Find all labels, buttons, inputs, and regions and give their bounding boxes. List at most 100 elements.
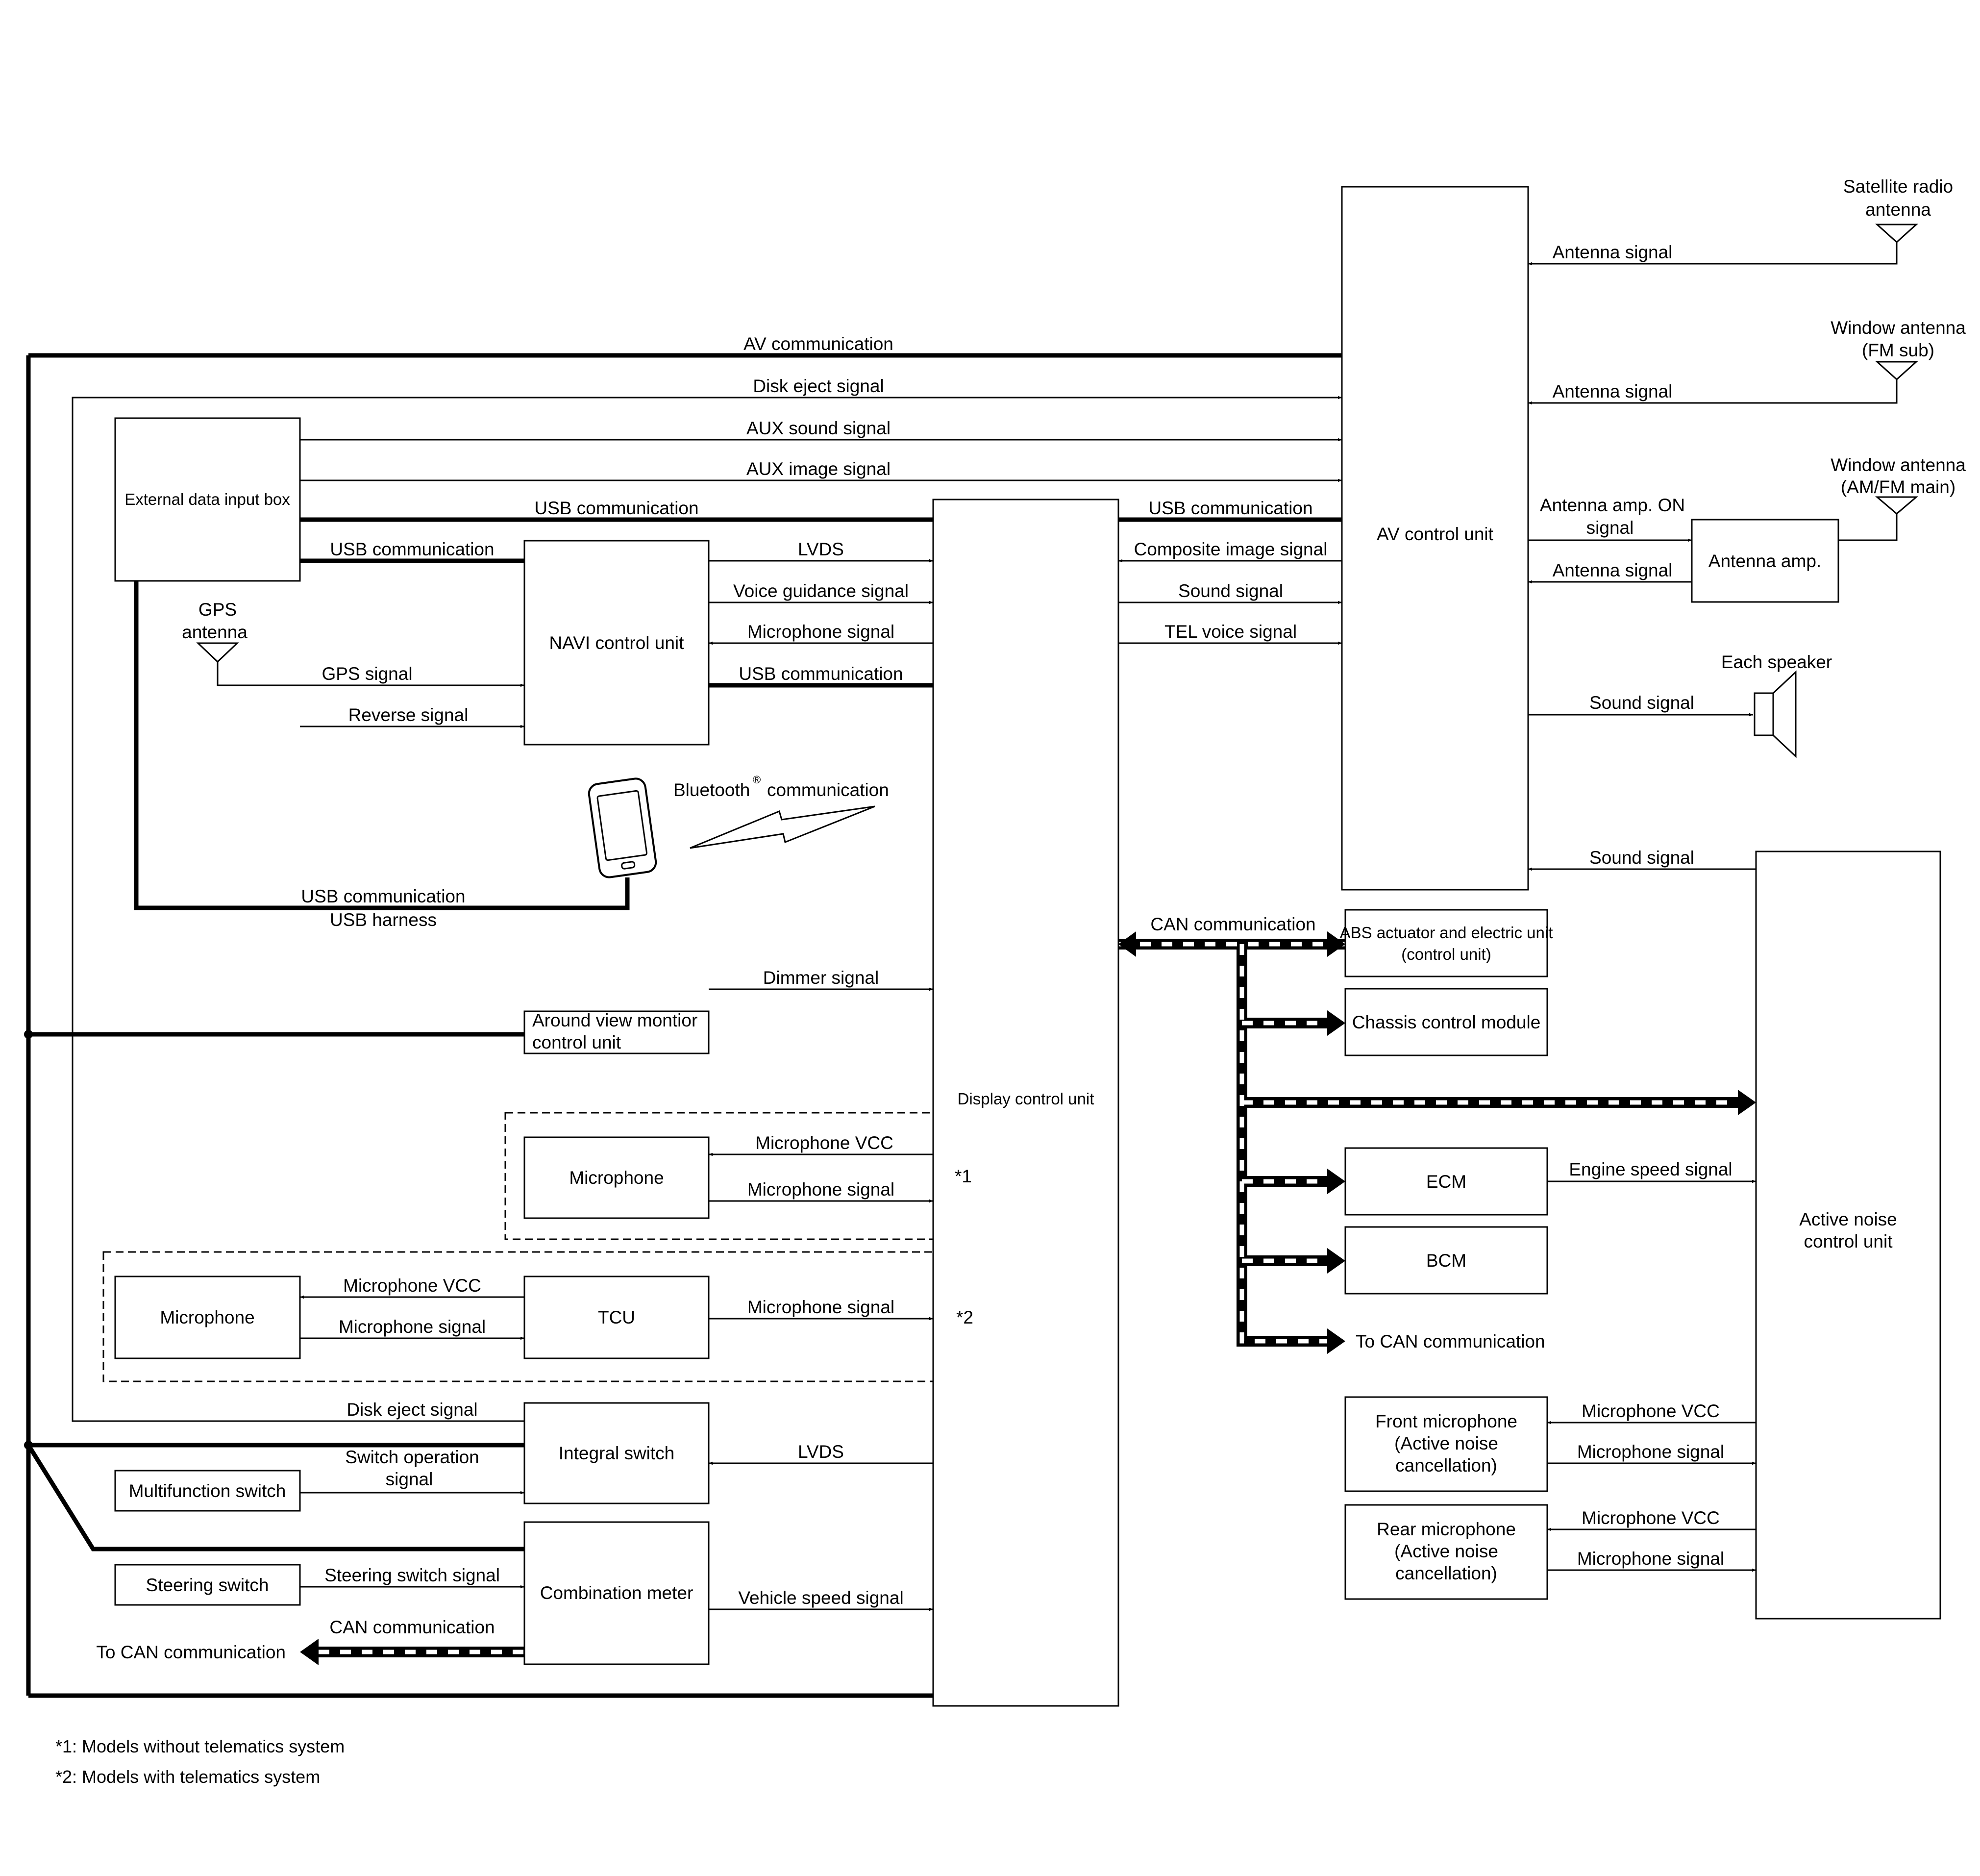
- signal-labels: AV communication Disk eject signal AUX s…: [96, 242, 1732, 1662]
- anc-label-2: control unit: [1804, 1231, 1893, 1251]
- fmsub-label-1: Window antenna: [1831, 318, 1966, 338]
- antenna-on-label-2: signal: [1586, 518, 1634, 538]
- microphone-2-label: Microphone: [160, 1307, 254, 1327]
- amfm-label-2: (AM/FM main): [1841, 477, 1955, 497]
- amfm-label-1: Window antenna: [1831, 455, 1966, 475]
- front-mic-signal-label: Microphone signal: [1577, 1442, 1724, 1462]
- active-noise-control-unit: Active noise control unit: [1755, 850, 1941, 1620]
- rear-microphone: Rear microphone (Active noise cancellati…: [1344, 1504, 1548, 1600]
- gps-antenna-icon: [196, 642, 239, 671]
- chassis-control-module: Chassis control module: [1344, 988, 1548, 1056]
- navi-microphone-label: Microphone signal: [747, 622, 894, 642]
- combination-meter-label: Combination meter: [540, 1583, 693, 1603]
- bluetooth-label-suffix: communication: [767, 780, 889, 800]
- engine-speed-label: Engine speed signal: [1569, 1159, 1732, 1179]
- navi-control-unit: NAVI control unit: [523, 540, 710, 746]
- aux-sound-label: AUX sound signal: [746, 418, 891, 438]
- lvds-navi-label: LVDS: [798, 539, 844, 559]
- satellite-signal-label: Antenna signal: [1553, 242, 1673, 262]
- av-comm-label: AV communication: [743, 334, 893, 354]
- marker-1: *1: [955, 1166, 972, 1186]
- rear-mic-vcc-label: Microphone VCC: [1582, 1508, 1720, 1528]
- tcu: TCU: [523, 1276, 710, 1359]
- can-bus-left: [300, 1639, 524, 1665]
- external-data-input-box-label: External data input box: [124, 490, 290, 508]
- microphone-1-label: Microphone: [569, 1168, 664, 1188]
- note-1: *1: Models without telematics system: [55, 1736, 345, 1756]
- satellite-label-1: Satellite radio: [1843, 176, 1953, 197]
- gps-label-1: GPS: [198, 600, 237, 620]
- aux-image-label: AUX image signal: [746, 459, 891, 479]
- integral-switch: Integral switch: [523, 1402, 710, 1504]
- steering-signal-label: Steering switch signal: [324, 1565, 500, 1585]
- usb-harness-comm-label: USB communication: [301, 886, 465, 906]
- multifunction-switch: Multifunction switch: [114, 1470, 301, 1512]
- fmsub-signal-label: Antenna signal: [1553, 381, 1673, 401]
- antamp-signal-label: Antenna signal: [1553, 560, 1673, 580]
- ecm-label: ECM: [1426, 1172, 1466, 1192]
- av-control-unit: AV control unit: [1341, 186, 1529, 891]
- rear-mic-label-2: (Active noise: [1394, 1541, 1498, 1561]
- antenna-amp: Antenna amp.: [1691, 519, 1839, 603]
- steering-switch-label: Steering switch: [146, 1575, 269, 1595]
- abs-actuator: ABS actuator and electric unit (control …: [1340, 909, 1553, 977]
- antenna-on-label-1: Antenna amp. ON: [1540, 495, 1685, 515]
- fmsub-antenna-icon: [1875, 361, 1918, 387]
- tcu-label: TCU: [598, 1307, 635, 1327]
- usb-ext-navi-label: USB communication: [330, 539, 494, 559]
- speaker-signal-label: Sound signal: [1589, 693, 1694, 713]
- wires: [24, 250, 1898, 1698]
- satellite-label-2: antenna: [1865, 200, 1931, 220]
- integral-lvds-label: LVDS: [798, 1442, 844, 1462]
- integral-switch-label: Integral switch: [559, 1443, 675, 1463]
- rear-mic-signal-label: Microphone signal: [1577, 1549, 1724, 1569]
- rear-mic-label-3: cancellation): [1395, 1563, 1497, 1583]
- speaker-label: Each speaker: [1721, 652, 1832, 672]
- front-mic-label-3: cancellation): [1395, 1455, 1497, 1476]
- vehicle-speed-label: Vehicle speed signal: [738, 1588, 903, 1608]
- gps-signal-label: GPS signal: [322, 664, 412, 684]
- tel-voice-label: TEL voice signal: [1164, 622, 1297, 642]
- to-can-right-label: To CAN communication: [1356, 1331, 1545, 1351]
- combination-meter-line: [26, 1444, 524, 1551]
- microphone-1: Microphone: [523, 1136, 710, 1219]
- speaker-icon: [1754, 670, 1797, 758]
- chassis-label: Chassis control module: [1352, 1012, 1541, 1032]
- mic2-vcc-label: Microphone VCC: [343, 1276, 481, 1296]
- front-mic-vcc-label: Microphone VCC: [1582, 1401, 1720, 1421]
- usb-harness-line: [134, 581, 630, 910]
- around-view-control-unit: Around view montior control unit: [523, 1010, 710, 1054]
- note-2: *2: Models with telematics system: [55, 1767, 320, 1787]
- multifunction-switch-label: Multifunction switch: [129, 1481, 286, 1501]
- lightning-icon: [690, 805, 875, 849]
- navi-control-unit-label: NAVI control unit: [549, 633, 685, 653]
- can-bus-right: [1118, 931, 1756, 1354]
- dimmer-label: Dimmer signal: [763, 968, 879, 988]
- mic1-vcc-label: Microphone VCC: [755, 1133, 893, 1153]
- disk-eject-line: [72, 396, 1342, 1422]
- fmsub-label-2: (FM sub): [1862, 340, 1934, 360]
- disk-eject-label: Disk eject signal: [753, 376, 884, 396]
- front-microphone: Front microphone (Active noise cancellat…: [1344, 1396, 1548, 1492]
- satellite-signal-line: [1528, 250, 1898, 266]
- microphone-2: Microphone: [114, 1276, 301, 1359]
- bcm: BCM: [1344, 1226, 1548, 1295]
- anc-sound-label: Sound signal: [1589, 848, 1694, 868]
- external-data-input-box: External data input box: [114, 417, 301, 582]
- bluetooth-mark: ®: [753, 774, 761, 786]
- front-mic-label-2: (Active noise: [1394, 1433, 1498, 1453]
- av-control-unit-label: AV control unit: [1377, 524, 1494, 544]
- bcm-label: BCM: [1426, 1251, 1466, 1271]
- around-view-label-1: Around view montior: [532, 1010, 697, 1030]
- usb-harness-label: USB harness: [330, 910, 437, 930]
- voice-guidance-label: Voice guidance signal: [733, 581, 909, 601]
- can-right-label: CAN communication: [1150, 914, 1315, 934]
- abs-label-1: ABS actuator and electric unit: [1340, 924, 1553, 942]
- composite-label: Composite image signal: [1134, 539, 1328, 559]
- switch-op-label-1: Switch operation: [345, 1447, 479, 1467]
- satellite-antenna-icon: [1875, 224, 1918, 250]
- anc-label-1: Active noise: [1799, 1209, 1897, 1229]
- steering-switch: Steering switch: [114, 1564, 301, 1606]
- mic1-signal-label: Microphone signal: [747, 1179, 894, 1200]
- disk-eject-lower-label: Disk eject signal: [346, 1400, 477, 1420]
